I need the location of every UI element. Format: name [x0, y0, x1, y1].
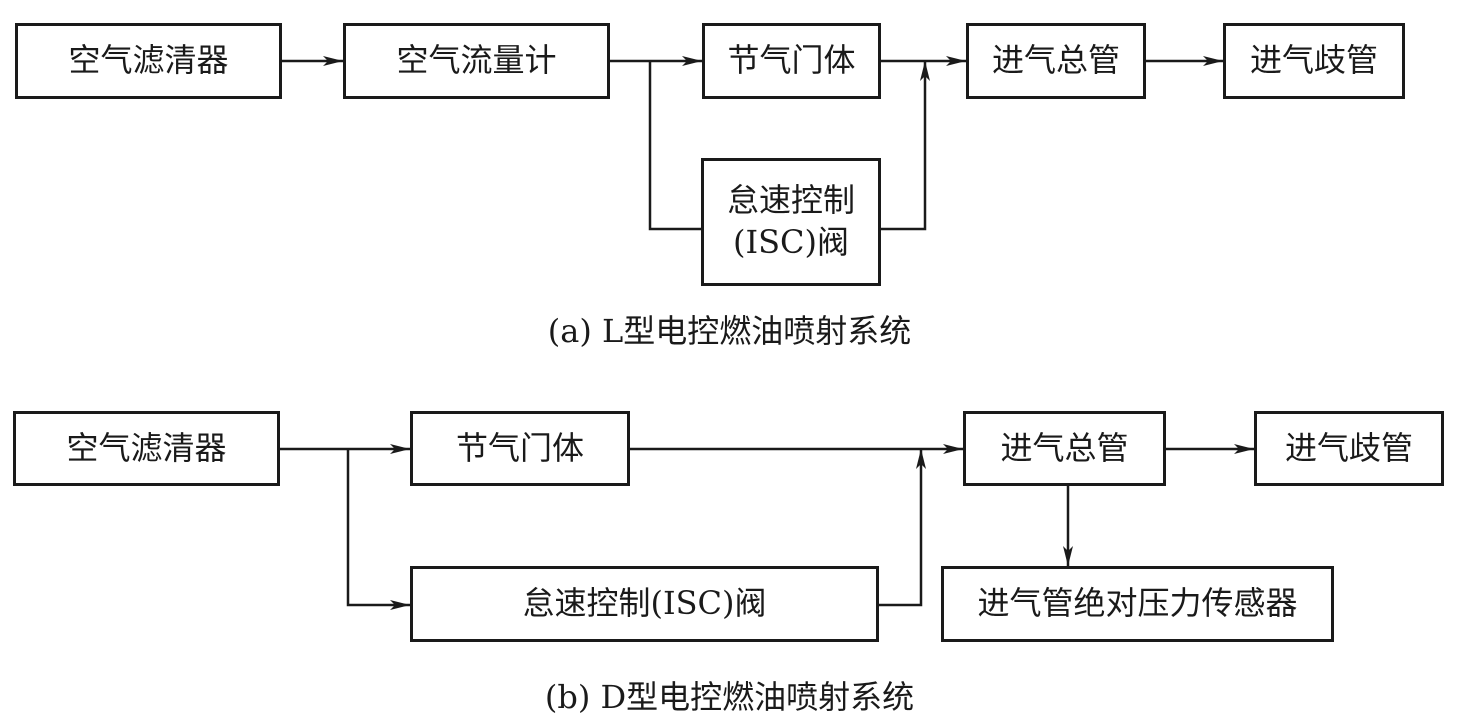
- box-b-intake-plenum-label: 进气总管: [1000, 428, 1129, 467]
- box-b-intake-manifold: 进气歧管: [1254, 411, 1444, 486]
- box-a-air-filter-label: 空气滤清器: [68, 41, 229, 80]
- box-a-isc-valve-label-line2: (ISC)阀: [732, 223, 850, 261]
- box-b-isc-valve-label: 怠速控制(ISC)阀: [522, 584, 767, 623]
- box-b-map-sensor-label: 进气管绝对压力传感器: [977, 584, 1298, 623]
- box-a-air-filter: 空气滤清器: [15, 23, 282, 99]
- box-b-air-filter: 空气滤清器: [13, 411, 280, 486]
- box-b-intake-plenum: 进气总管: [963, 411, 1166, 486]
- arrow-a-isc-to-junction: [881, 61, 930, 231]
- line-a-branch-to-isc: [648, 61, 701, 231]
- box-b-air-filter-label: 空气滤清器: [66, 428, 227, 467]
- box-a-throttle-body: 节气门体: [702, 23, 881, 99]
- caption-a: (a) L型电控燃油喷射系统: [547, 312, 912, 350]
- box-a-intake-plenum-label: 进气总管: [991, 41, 1120, 80]
- box-a-air-flow-meter-label: 空气流量计: [396, 41, 557, 80]
- box-a-isc-valve: 怠速控制 (ISC)阀: [701, 158, 881, 286]
- box-a-intake-manifold-label: 进气歧管: [1249, 41, 1378, 80]
- box-b-throttle-body: 节气门体: [410, 411, 630, 486]
- box-b-isc-valve: 怠速控制(ISC)阀: [410, 566, 879, 642]
- box-a-intake-plenum: 进气总管: [966, 23, 1146, 99]
- box-b-map-sensor: 进气管绝对压力传感器: [941, 566, 1334, 642]
- box-b-throttle-body-label: 节气门体: [455, 428, 584, 467]
- arrow-b-isc-to-junction: [879, 449, 926, 607]
- arrow-b-branch-to-isc: [346, 449, 410, 610]
- box-a-throttle-body-label: 节气门体: [727, 41, 856, 80]
- box-a-intake-manifold: 进气歧管: [1223, 23, 1405, 99]
- box-a-isc-valve-label-line1: 怠速控制: [726, 181, 855, 220]
- caption-b: (b) D型电控燃油喷射系统: [544, 678, 915, 716]
- box-b-intake-manifold-label: 进气歧管: [1284, 428, 1413, 467]
- box-a-air-flow-meter: 空气流量计: [343, 23, 610, 99]
